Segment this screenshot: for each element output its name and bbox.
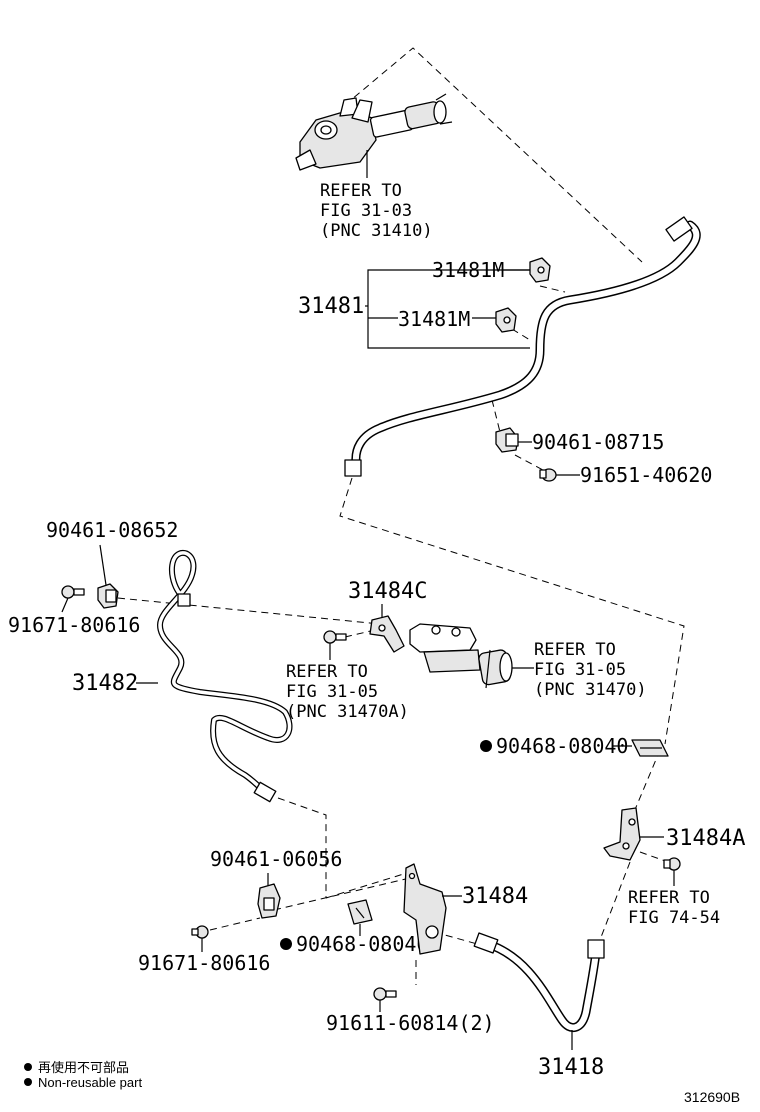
legend-text-en: Non-reusable part [38,1075,142,1090]
part-label-91651-40620: 91651-40620 [580,463,712,487]
part-label-31484C: 31484C [348,579,427,604]
clamp-90461-06056-icon [257,883,281,919]
part-label-31484A: 31484A [666,826,745,851]
part-label-31418: 31418 [538,1055,604,1080]
part-label-91671-80616-upper: 91671-80616 [8,613,140,637]
tube-31482-icon [157,549,293,803]
non-reusable-marker-upper [480,740,492,752]
part-31481-leader [365,269,530,349]
bracket-ref-line2: FIG 31-05 [286,682,378,702]
part-label-31481M-upper: 31481M [432,258,504,282]
bracket-ref-line1: REFER TO [286,662,368,682]
clip-31481M-upper-icon [529,257,551,283]
part-label-31481: 31481 [298,294,364,319]
bracket-31484A-icon [603,807,641,861]
dashed-reference-lines [117,47,685,985]
clutch-line-31481-icon [344,216,701,477]
release-cylinder-ref-line3: (PNC 31470) [534,680,647,700]
figure-id: 312690B [684,1089,740,1105]
part-label-90468-08040-upper: 90468-08040 [496,734,628,758]
bolt-refer-31470A-icon [323,630,347,644]
legend-text-jp: 再使用不可部品 [38,1060,129,1075]
bracket-31484A-ref-line2: FIG 74-54 [628,908,720,928]
legend-marker-en [24,1078,32,1086]
clamp-90461-08715-icon [495,427,519,453]
master-cylinder-ref-line1: REFER TO [320,181,402,201]
part-label-90468-08040-lower: 90468-08040 [296,932,428,956]
bolt-91611-60814-icon [373,987,397,1001]
bolt-91671-80616-upper-icon [61,585,85,599]
legend: 再使用不可部品 Non-reusable part [24,1060,142,1090]
part-label-90461-08715: 90461-08715 [532,430,664,454]
clip-90468-08040-upper-icon [631,739,669,757]
master-cylinder-ref-line2: FIG 31-03 [320,201,412,221]
bracket-31484C-icon [369,615,405,653]
clamp-90461-08652-icon [97,583,119,609]
bracket-ref-line3: (PNC 31470A) [286,702,409,722]
master-cylinder-ref-line3: (PNC 31410) [320,221,433,241]
master-cylinder-icon [295,93,453,178]
part-label-91611-60814: 91611-60814(2) [326,1011,495,1035]
part-label-90461-06056: 90461-06056 [210,847,342,871]
part-label-31484: 31484 [462,884,528,909]
bracket-31484-icon [403,863,447,955]
release-cylinder-icon [409,623,513,689]
clip-31481M-lower-icon [495,307,517,333]
bracket-31484A-ref-line1: REFER TO [628,888,710,908]
non-reusable-marker-lower [280,938,292,950]
part-label-90461-08652: 90461-08652 [46,518,178,542]
bolt-refer-74-54-icon [639,851,681,871]
part-label-91671-80616-lower: 91671-80616 [138,951,270,975]
legend-marker-jp [24,1063,32,1071]
bolt-91671-80616-lower-icon [191,925,209,939]
clip-90468-08040-lower-icon [347,899,373,925]
part-label-31482: 31482 [72,671,138,696]
flexible-hose-31418-icon [473,932,605,1032]
release-cylinder-ref-line2: FIG 31-05 [534,660,626,680]
bolt-91651-40620-icon [514,454,557,482]
release-cylinder-ref-line1: REFER TO [534,640,616,660]
part-label-31481M-lower: 31481M [398,307,470,331]
